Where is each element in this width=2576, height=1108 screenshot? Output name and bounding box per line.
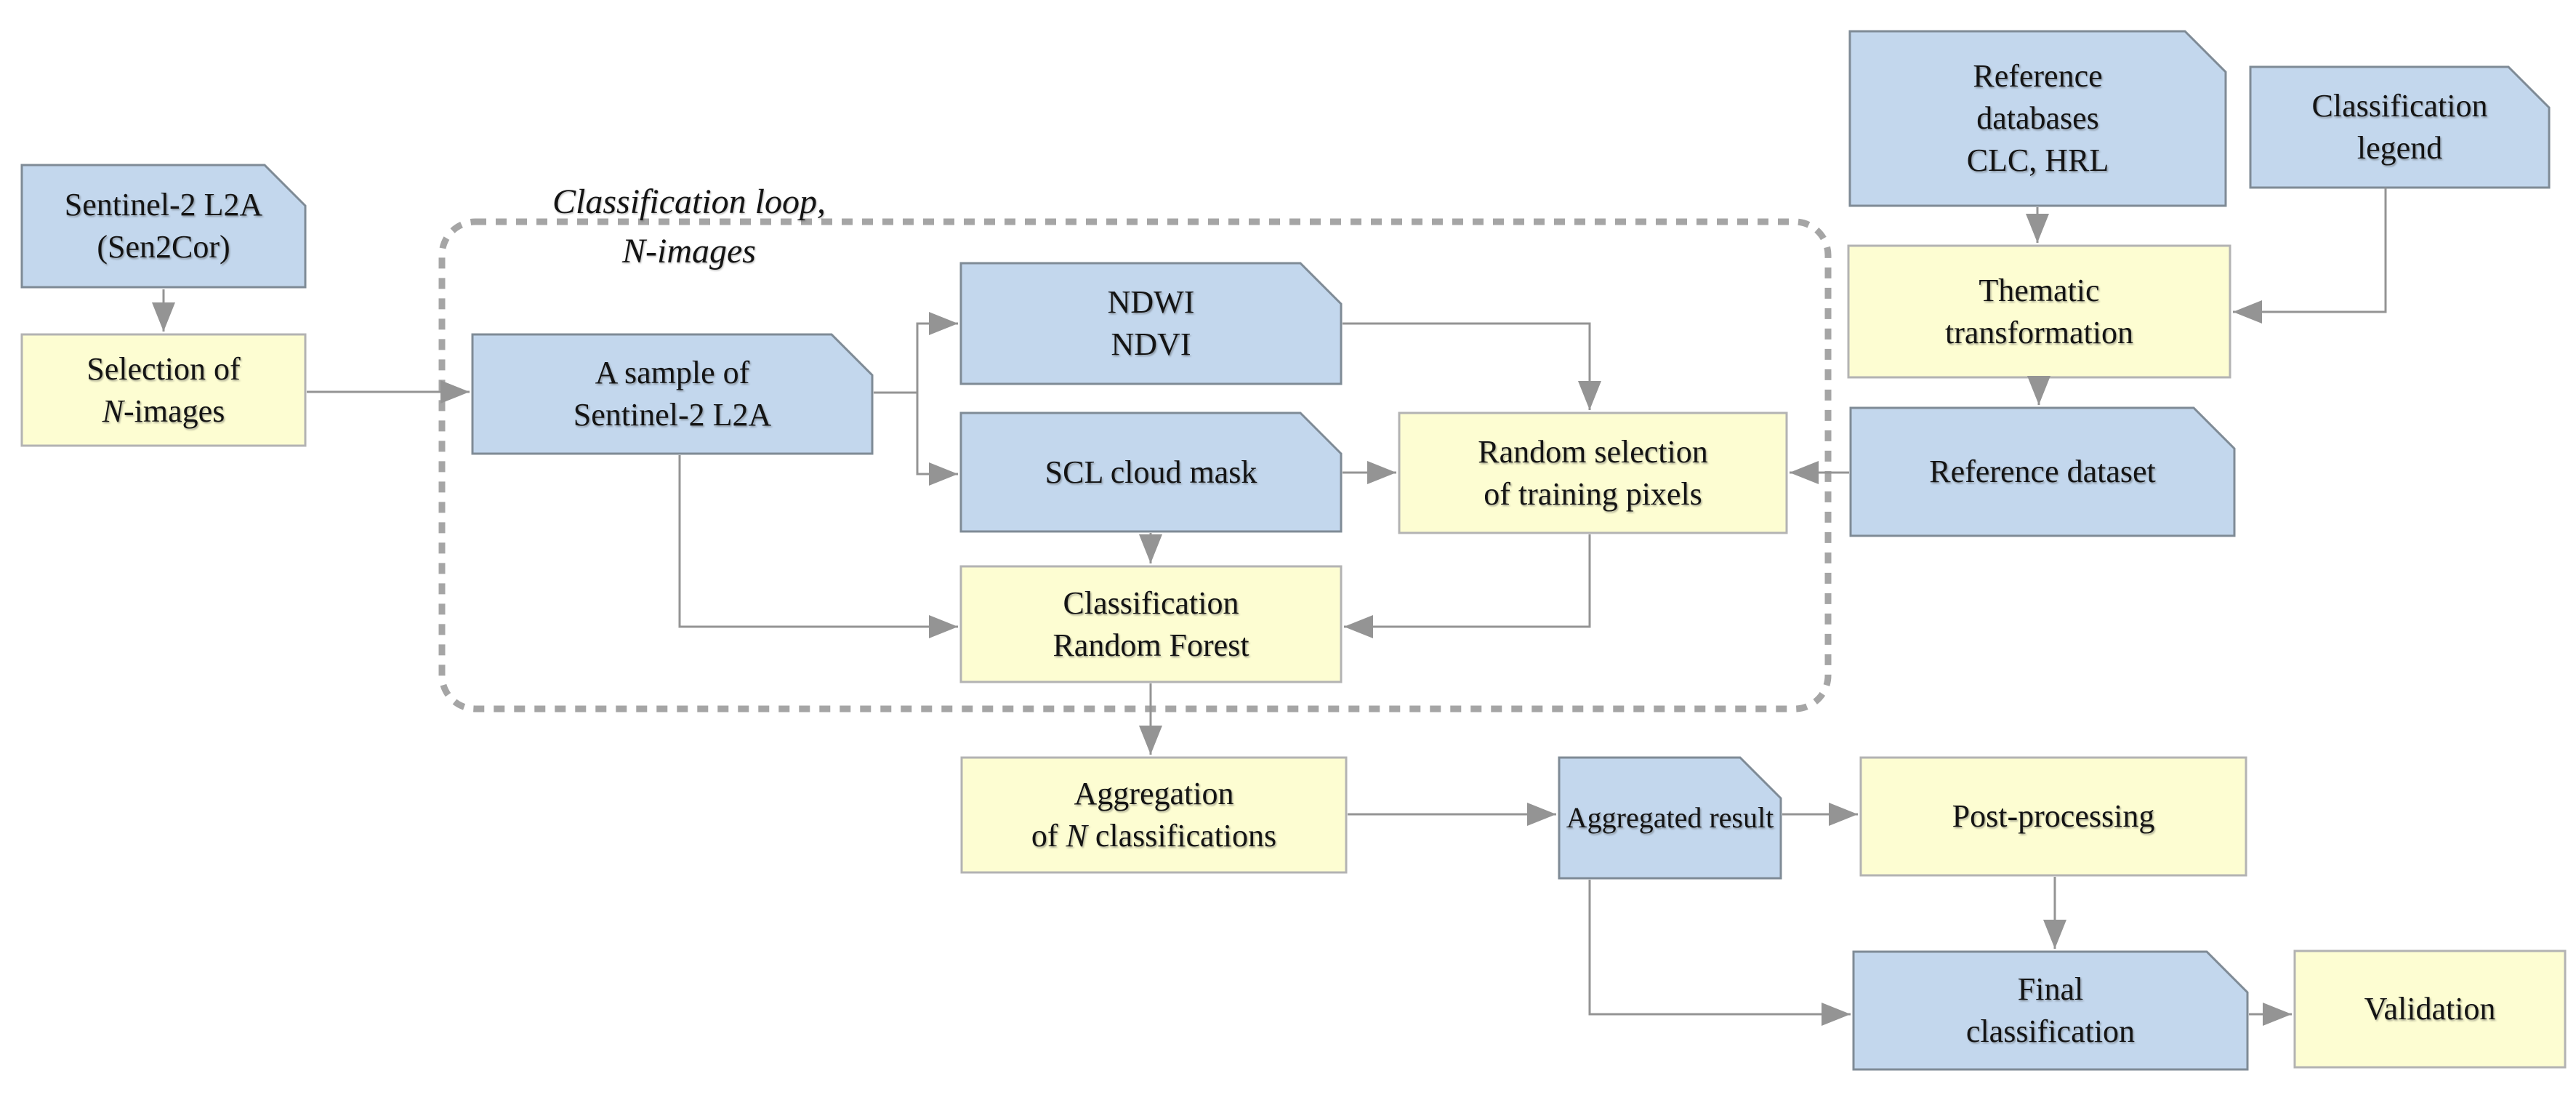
node-scl-cloud-mask-shape [959,412,1343,533]
node-final-classification-shape [1852,950,2249,1071]
classification-loop-boundary [438,218,1832,712]
node-sentinel-l2a-shape [20,164,307,289]
node-sample-shape [471,333,874,455]
node-selection-shape [20,333,307,447]
node-ndwi-ndvi-shape [959,262,1343,385]
node-reference-databases-shape [1848,30,2227,207]
node-thematic-transformation-shape [1847,244,2231,379]
connector-legend-to-thematic [2233,188,2387,324]
node-classification-legend-shape [2249,65,2551,189]
connector-sample-to-ndwi [916,312,958,393]
connector-sample-to-random-forest [678,455,958,638]
node-reference-dataset-shape [1849,406,2236,537]
connector-sample-to-scl [916,393,958,486]
connector-ndwi-to-random-selection [1343,322,1601,410]
node-validation-shape [2293,950,2567,1069]
node-aggregation-shape [960,756,1348,874]
node-random-selection-shape [1398,412,1788,534]
node-aggregated-result-shape [1558,756,1782,880]
node-random-forest-shape [959,565,1343,683]
connector-random-selection-to-random-forest [1344,534,1591,638]
connector-aggregated-result-to-final [1588,880,1851,1026]
node-post-processing-shape [1859,756,2247,877]
